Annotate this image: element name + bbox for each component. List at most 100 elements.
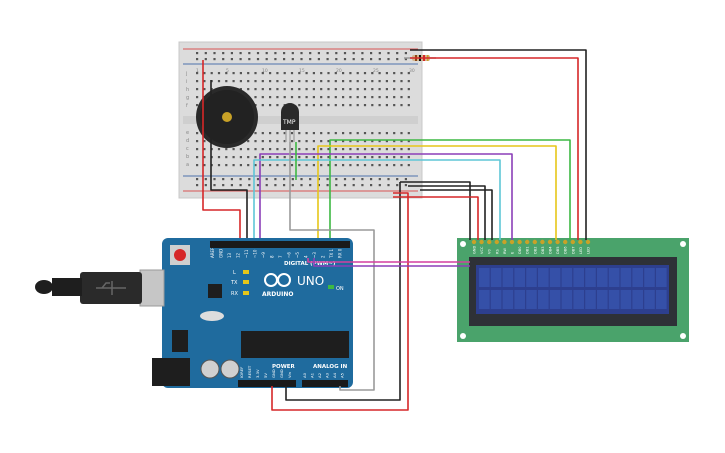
breadboard-hole[interactable]: [407, 88, 410, 91]
breadboard-hole[interactable]: [232, 164, 235, 167]
rail-hole[interactable]: [378, 52, 381, 55]
breadboard-hole[interactable]: [254, 148, 257, 151]
breadboard-hole[interactable]: [327, 140, 330, 143]
breadboard-hole[interactable]: [385, 132, 388, 135]
rail-hole[interactable]: [370, 178, 373, 181]
breadboard-hole[interactable]: [363, 88, 367, 91]
breadboard-hole[interactable]: [239, 88, 242, 91]
breadboard-hole[interactable]: [254, 80, 257, 83]
breadboard-hole[interactable]: [320, 104, 323, 107]
breadboard-hole[interactable]: [385, 80, 388, 83]
breadboard-hole[interactable]: [356, 72, 359, 75]
breadboard-hole[interactable]: [276, 104, 279, 107]
piezo-buzzer[interactable]: [196, 86, 258, 148]
breadboard-hole[interactable]: [378, 140, 381, 143]
breadboard-hole[interactable]: [334, 96, 337, 99]
breadboard-hole[interactable]: [400, 148, 403, 151]
breadboard-hole[interactable]: [298, 132, 301, 135]
breadboard-hole[interactable]: [305, 148, 308, 151]
breadboard-hole[interactable]: [261, 132, 264, 135]
rail-hole[interactable]: [274, 58, 277, 61]
breadboard-hole[interactable]: [210, 72, 213, 75]
breadboard-hole[interactable]: [371, 132, 374, 135]
rail-hole[interactable]: [352, 58, 355, 61]
breadboard-hole[interactable]: [400, 164, 403, 167]
breadboard-hole[interactable]: [269, 80, 272, 83]
breadboard-hole[interactable]: [334, 148, 337, 151]
breadboard-hole[interactable]: [334, 132, 337, 135]
rail-hole[interactable]: [309, 52, 312, 55]
breadboard-hole[interactable]: [196, 140, 199, 143]
breadboard-hole[interactable]: [298, 140, 301, 143]
lcd-pin[interactable]: [540, 239, 545, 245]
breadboard-hole[interactable]: [385, 156, 388, 159]
rail-hole[interactable]: [343, 178, 347, 181]
lcd-pin[interactable]: [525, 239, 530, 245]
breadboard-hole[interactable]: [393, 164, 396, 167]
breadboard-hole[interactable]: [407, 164, 410, 167]
breadboard-hole[interactable]: [254, 156, 257, 159]
breadboard-hole[interactable]: [320, 148, 323, 151]
breadboard-hole[interactable]: [261, 140, 264, 143]
rail-hole[interactable]: [213, 58, 216, 61]
breadboard-hole[interactable]: [393, 140, 396, 143]
breadboard-hole[interactable]: [342, 104, 345, 107]
breadboard-hole[interactable]: [393, 132, 396, 135]
breadboard-hole[interactable]: [290, 80, 294, 83]
lcd-pin[interactable]: [471, 239, 477, 245]
breadboard-hole[interactable]: [254, 132, 257, 135]
breadboard-hole[interactable]: [407, 104, 410, 107]
breadboard-hole[interactable]: [269, 104, 272, 107]
breadboard-hole[interactable]: [247, 88, 250, 91]
breadboard-hole[interactable]: [393, 96, 396, 99]
breadboard-hole[interactable]: [196, 72, 199, 75]
arduino-uno-board[interactable]: L TX RX ON ARDUINO UNO DIGITAL (PWM~) PO…: [35, 238, 353, 388]
breadboard-hole[interactable]: [378, 164, 381, 167]
breadboard-hole[interactable]: [254, 96, 257, 99]
rail-hole[interactable]: [352, 52, 355, 55]
breadboard-hole[interactable]: [203, 140, 206, 143]
breadboard-hole[interactable]: [393, 104, 396, 107]
reset-button[interactable]: [170, 245, 190, 265]
breadboard-hole[interactable]: [320, 164, 323, 167]
rail-hole[interactable]: [361, 58, 364, 61]
breadboard-hole[interactable]: [363, 164, 367, 167]
breadboard-hole[interactable]: [371, 164, 374, 167]
breadboard-hole[interactable]: [269, 164, 272, 167]
breadboard-hole[interactable]: [407, 96, 410, 99]
breadboard-hole[interactable]: [349, 96, 352, 99]
breadboard-hole[interactable]: [247, 164, 250, 167]
breadboard-hole[interactable]: [407, 72, 410, 75]
breadboard-hole[interactable]: [393, 72, 396, 75]
breadboard-hole[interactable]: [305, 88, 308, 91]
breadboard-hole[interactable]: [342, 80, 345, 83]
breadboard-hole[interactable]: [393, 156, 396, 159]
breadboard-hole[interactable]: [342, 140, 345, 143]
rail-hole[interactable]: [378, 178, 381, 181]
breadboard-hole[interactable]: [334, 88, 337, 91]
breadboard-hole[interactable]: [407, 132, 410, 135]
breadboard-hole[interactable]: [400, 132, 403, 135]
rail-hole[interactable]: [291, 58, 294, 61]
breadboard-hole[interactable]: [269, 132, 272, 135]
rail-hole[interactable]: [248, 184, 251, 187]
breadboard-hole[interactable]: [305, 132, 308, 135]
breadboard-hole[interactable]: [269, 88, 272, 91]
breadboard-hole[interactable]: [290, 164, 294, 167]
breadboard-hole[interactable]: [283, 148, 286, 151]
temperature-sensor[interactable]: TMP: [281, 103, 299, 142]
lcd-pin[interactable]: [563, 239, 568, 245]
rail-hole[interactable]: [291, 52, 294, 55]
breadboard-hole[interactable]: [312, 104, 315, 107]
breadboard-hole[interactable]: [298, 72, 301, 75]
breadboard-hole[interactable]: [400, 96, 403, 99]
breadboard-hole[interactable]: [261, 104, 264, 107]
rail-hole[interactable]: [317, 178, 320, 181]
rail-hole[interactable]: [387, 178, 390, 181]
breadboard-hole[interactable]: [276, 88, 279, 91]
breadboard-hole[interactable]: [261, 164, 264, 167]
rail-hole[interactable]: [396, 178, 399, 181]
breadboard-hole[interactable]: [320, 140, 323, 143]
breadboard-hole[interactable]: [378, 156, 381, 159]
breadboard-hole[interactable]: [378, 80, 381, 83]
